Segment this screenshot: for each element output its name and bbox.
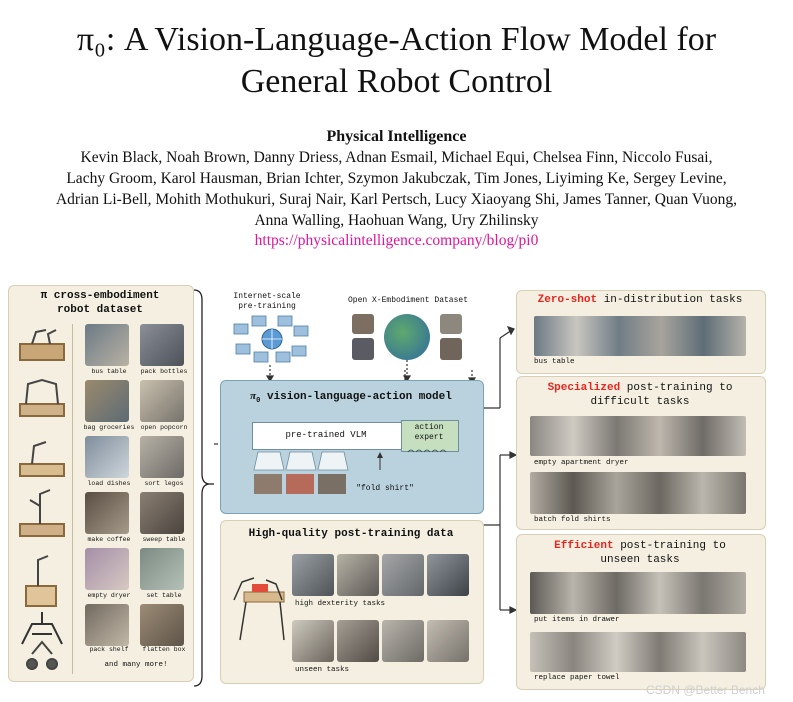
- task-thumb: [140, 492, 184, 534]
- task-thumb: [85, 380, 129, 422]
- model-inputs: [250, 448, 460, 508]
- zero-shot-highlight: Zero-shot: [538, 294, 597, 306]
- task-label: bus table: [80, 368, 138, 375]
- specialized-title-line2: difficult tasks: [516, 396, 764, 408]
- model-title: π0 vision-language-action model: [220, 390, 482, 405]
- zero-shot-title: Zero-shot in-distribution tasks: [516, 294, 764, 306]
- task-thumb: [140, 324, 184, 366]
- globe-icon: [232, 314, 312, 364]
- drawer-caption: put items in drawer: [534, 616, 674, 624]
- robot-column: [12, 324, 73, 674]
- specialized-rest: post-training to: [620, 382, 732, 394]
- task-label: open popcorn: [135, 424, 193, 431]
- task-thumb: [85, 324, 129, 366]
- efficient-title-line1: Efficient post-training to: [516, 540, 764, 552]
- shirts-image-strip: [530, 472, 746, 514]
- zero-shot-caption: bus table: [534, 358, 614, 366]
- task-thumb: [85, 548, 129, 590]
- dryer-image-strip: [530, 416, 746, 456]
- action-expert-line1: action: [401, 423, 457, 432]
- task-label: sweep table: [135, 536, 193, 543]
- task-label: empty dryer: [80, 592, 138, 599]
- task-label: load dishes: [80, 480, 138, 487]
- task-thumb: [140, 380, 184, 422]
- task-thumb: [85, 604, 129, 646]
- high-dexterity-label: high dexterity tasks: [295, 600, 415, 608]
- oxe-globe-icon: [384, 314, 430, 360]
- vlm-label: pre-trained VLM: [252, 430, 400, 440]
- specialized-title-line1: Specialized post-training to: [516, 382, 764, 394]
- model-title-text: vision-language-action model: [267, 391, 452, 403]
- drawer-image-strip: [530, 572, 746, 614]
- task-thumb: [85, 436, 129, 478]
- unseen-images: [292, 620, 472, 664]
- efficient-highlight: Efficient: [554, 540, 613, 552]
- dexterity-images: [292, 554, 472, 598]
- left-panel-title-line1: π cross-embodiment: [8, 290, 192, 302]
- shirts-caption: batch fold shirts: [534, 516, 674, 524]
- towel-caption: replace paper towel: [534, 674, 674, 682]
- left-panel-title-line2: robot dataset: [8, 304, 192, 316]
- efficient-title-line2: unseen tasks: [516, 554, 764, 566]
- task-thumb: [140, 436, 184, 478]
- dryer-caption: empty apartment dryer: [534, 459, 674, 467]
- unseen-tasks-label: unseen tasks: [295, 666, 415, 674]
- authors-line3: Adrian Li-Bell, Mohith Mothukuri, Suraj …: [0, 190, 793, 211]
- task-label: flatten box: [135, 646, 193, 653]
- robot-illustrations: [12, 324, 72, 674]
- authors-line2: Lachy Groom, Karol Hausman, Brian Ichter…: [0, 169, 793, 190]
- task-thumb: [140, 604, 184, 646]
- teaser-figure: π cross-embodiment robot dataset: [0, 280, 793, 702]
- zero-shot-image-strip: [534, 316, 746, 356]
- paper-title-line1: π₀: A Vision-Language-Action Flow Model …: [0, 20, 793, 60]
- task-grid: [80, 324, 190, 664]
- oxe-label: Open X-Embodiment Dataset: [328, 296, 488, 305]
- specialized-highlight: Specialized: [548, 382, 621, 394]
- paper-title-line2: General Robot Control: [0, 62, 793, 102]
- internet-label-line1: Internet-scale: [222, 292, 312, 301]
- internet-label-line2: pre-training: [222, 302, 312, 311]
- task-label: pack shelf: [80, 646, 138, 653]
- efficient-rest: post-training to: [614, 540, 726, 552]
- authors-line4: Anna Walling, Haohuan Wang, Ury Zhilinsk…: [0, 211, 793, 232]
- prompt-label: "fold shirt": [340, 484, 430, 493]
- watermark: CSDN @Better Bench: [646, 683, 765, 697]
- oxe-images: [352, 314, 464, 362]
- many-more-label: and many more!: [80, 661, 192, 669]
- robot-station-icon: [226, 570, 292, 650]
- zero-shot-rest: in-distribution tasks: [597, 294, 742, 306]
- task-thumb: [140, 548, 184, 590]
- pi-subscript: 0: [256, 397, 260, 405]
- project-url-link[interactable]: https://physicalintelligence.company/blo…: [0, 232, 793, 250]
- task-label: bag groceries: [80, 424, 138, 431]
- task-label: pack bottles: [135, 368, 193, 375]
- task-label: set table: [135, 592, 193, 599]
- towel-image-strip: [530, 632, 746, 672]
- task-label: make coffee: [80, 536, 138, 543]
- post-training-title: High-quality post-training data: [220, 528, 482, 540]
- action-expert-line2: expert: [401, 433, 457, 442]
- authors-line1: Kevin Black, Noah Brown, Danny Driess, A…: [0, 148, 793, 169]
- affiliation: Physical Intelligence: [0, 128, 793, 146]
- task-label: sort legos: [135, 480, 193, 487]
- task-thumb: [85, 492, 129, 534]
